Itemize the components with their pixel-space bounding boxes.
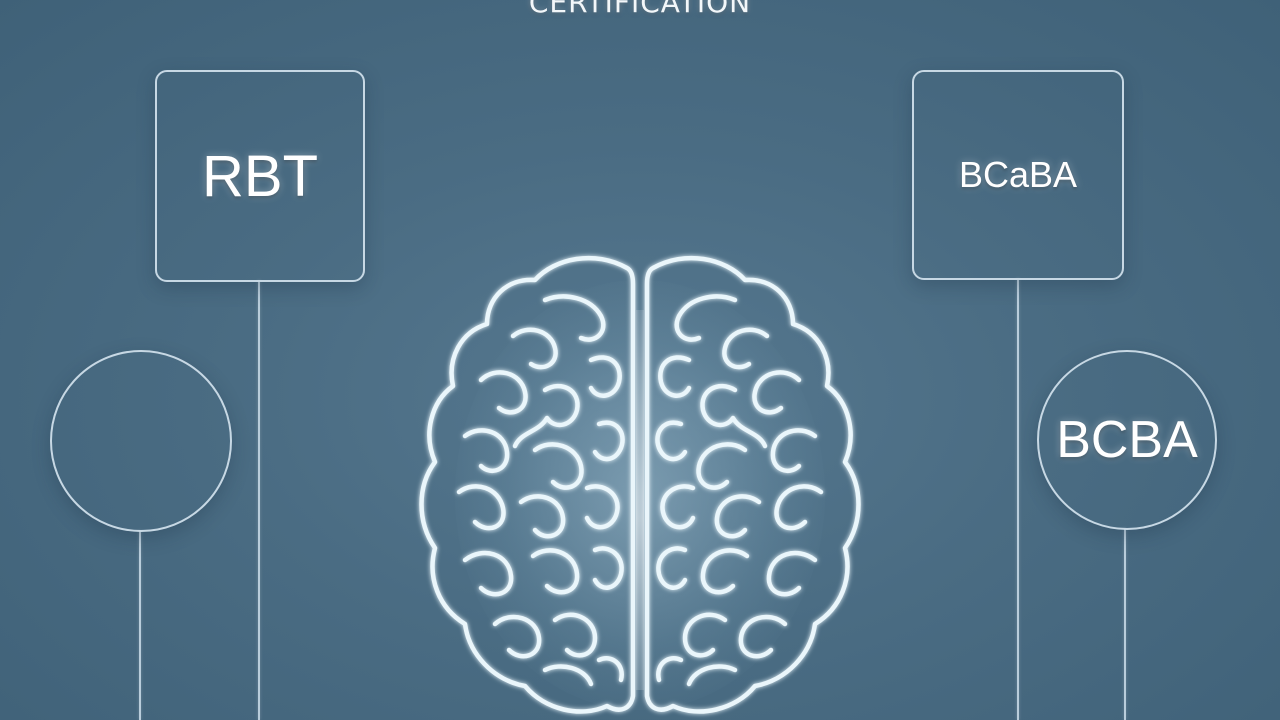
- connector-line-bcaba: [1017, 278, 1019, 720]
- brain-illustration: [419, 255, 861, 714]
- connector-line-left-circle: [139, 530, 141, 720]
- page-title: CERTIFICATION: [528, 0, 752, 19]
- right-hemisphere: [644, 255, 861, 714]
- rbt-box: RBT: [155, 70, 365, 282]
- rbt-label: RBT: [202, 143, 318, 209]
- brain-icon: [395, 240, 885, 720]
- bcaba-box: BCaBA: [912, 70, 1124, 280]
- connector-line-bcba: [1124, 528, 1126, 720]
- bcba-label: BCBA: [1056, 411, 1198, 469]
- bcaba-label: BCaBA: [958, 154, 1078, 195]
- empty-circle-node: [50, 350, 232, 532]
- left-hemisphere: [419, 255, 636, 714]
- connector-line-rbt: [258, 280, 260, 720]
- bcba-circle: BCBA: [1037, 350, 1217, 530]
- brain-fissure-glow: [636, 310, 644, 690]
